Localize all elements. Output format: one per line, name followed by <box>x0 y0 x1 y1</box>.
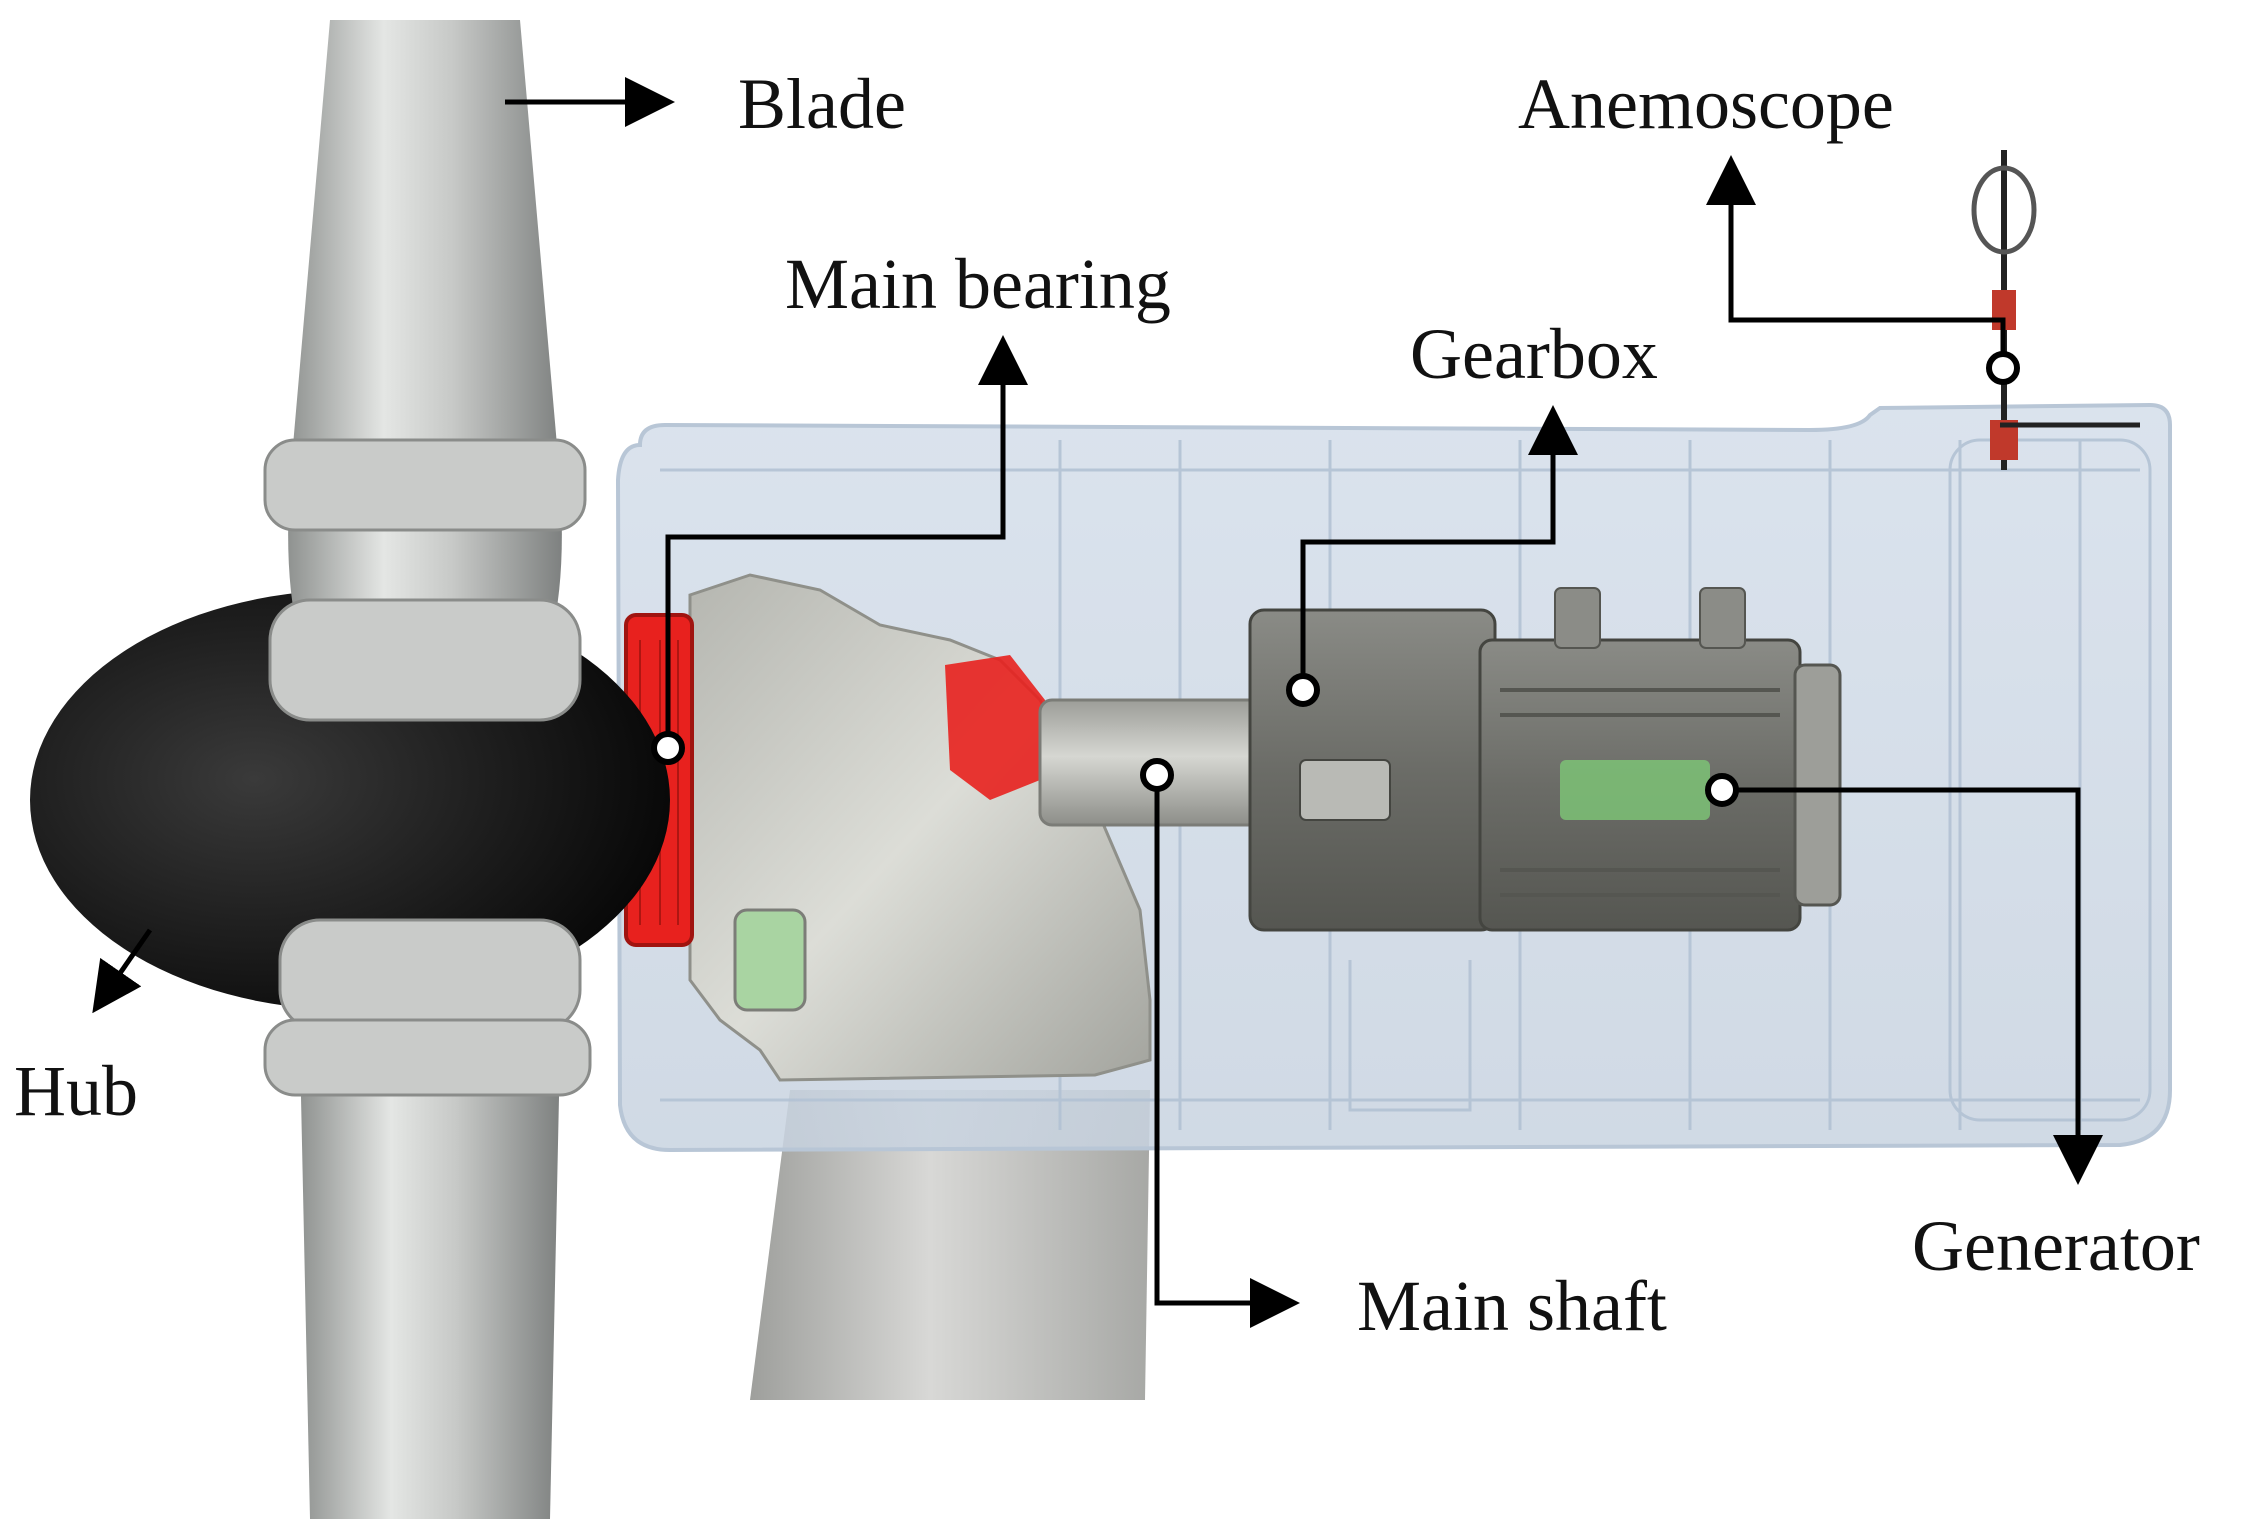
upper-blade <box>288 20 562 720</box>
generator-label: Generator <box>1912 1206 2200 1286</box>
main-shaft-dot <box>1140 758 1174 792</box>
generator-green-window <box>1560 760 1710 820</box>
housing-window <box>733 908 807 1012</box>
hub-leader <box>92 928 153 1014</box>
anemoscope-device <box>1971 150 2140 470</box>
gearbox-detail <box>1299 759 1391 821</box>
tower <box>750 1090 1150 1400</box>
gearbox-label: Gearbox <box>1410 314 1658 394</box>
hub-label: Hub <box>14 1051 138 1131</box>
marker-dots <box>651 351 2020 807</box>
generator-end-cap <box>1793 663 1842 907</box>
main-shaft-leader <box>1154 775 1300 1328</box>
main-shaft-label: Main shaft <box>1357 1266 1667 1346</box>
generator-lifting-lugs <box>1554 587 1746 649</box>
red-gear-detail <box>945 655 1045 800</box>
generator-leader <box>1722 787 2103 1185</box>
anemoscope-leader <box>1706 155 2006 368</box>
lower-blade <box>300 1050 560 1519</box>
generator-dot <box>1705 773 1739 807</box>
leader-lines <box>92 77 2103 1328</box>
upper-blade-root <box>263 438 587 722</box>
lower-blade-root <box>263 918 592 1097</box>
blade-label: Blade <box>738 64 906 144</box>
main-bearing-dot <box>651 731 685 765</box>
anemoscope-dot <box>1986 351 2020 385</box>
anemoscope-label: Anemoscope <box>1518 64 1894 144</box>
gearbox-dot <box>1286 673 1320 707</box>
main-bearing-leader <box>665 335 1028 748</box>
gearbox-leader <box>1300 405 1578 690</box>
main-bearing-label: Main bearing <box>785 244 1171 324</box>
